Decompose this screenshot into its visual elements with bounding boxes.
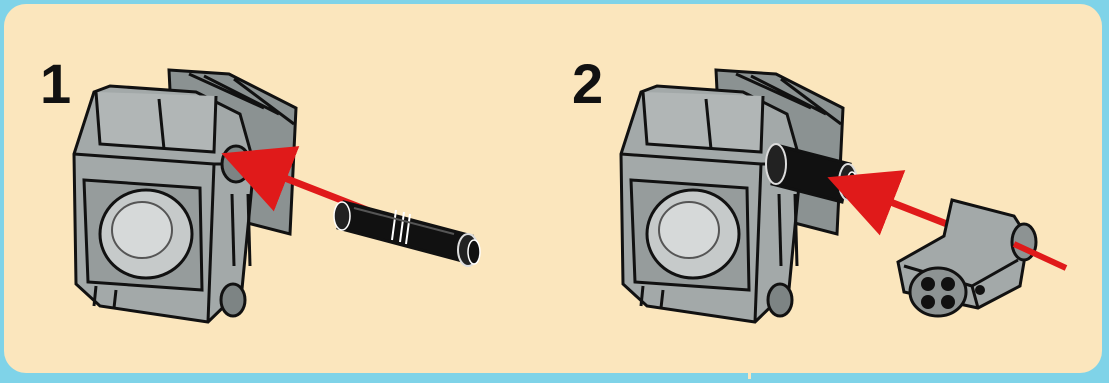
instruction-illustration [4, 4, 1102, 373]
step-1-connector-pin [334, 202, 480, 266]
step-2-scene [621, 70, 1066, 322]
step-1-sensor-brick [74, 86, 254, 322]
bottom-divider [748, 369, 751, 379]
step-2-arrow [860, 190, 952, 226]
step-1-scene [74, 70, 480, 322]
step-2-sensor-brick [621, 86, 801, 322]
instruction-panel: 1 2 [4, 4, 1102, 373]
step-2-angle-connector [898, 200, 1036, 316]
